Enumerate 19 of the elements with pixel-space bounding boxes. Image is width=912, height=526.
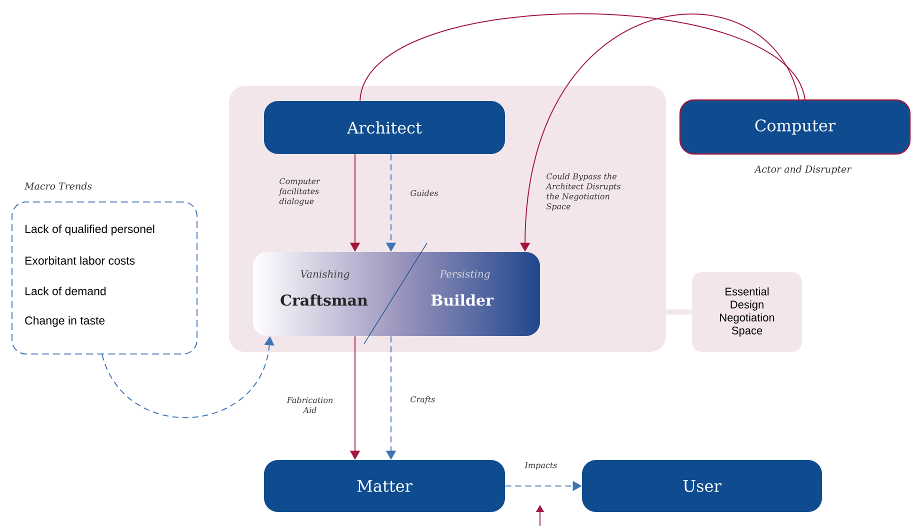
actor-box: Architect <box>264 101 505 154</box>
label-box: Essential Design Negotiation Space <box>692 272 802 352</box>
edge-label: Impacts <box>524 462 557 470</box>
list-item: Lack of qualified personel <box>25 224 154 236</box>
node-label: Actor and Disrupter <box>754 165 852 175</box>
list-heading: Macro Trends <box>24 182 92 190</box>
edge-label: Fabrication Aid <box>286 396 333 414</box>
list-item: Exorbitant labor costs <box>25 256 135 265</box>
connector-bar <box>666 310 692 314</box>
gradient-bar: Vanishing Craftsman Persisting Builder <box>280 242 494 344</box>
actor-box: Matter <box>264 460 505 512</box>
list-item: Change in taste <box>25 316 105 327</box>
actor-box: Computer <box>679 99 911 155</box>
edge-label: Could Bypass the Architect Disrupts the Negotiation Space <box>546 173 621 211</box>
edge-label: Computer facilitates dialogue <box>278 178 320 206</box>
actor-box: User <box>582 460 822 512</box>
edge-label: Crafts <box>410 396 435 404</box>
edge-label: Guides <box>410 190 438 196</box>
list-item: Lack of demand <box>25 286 106 296</box>
